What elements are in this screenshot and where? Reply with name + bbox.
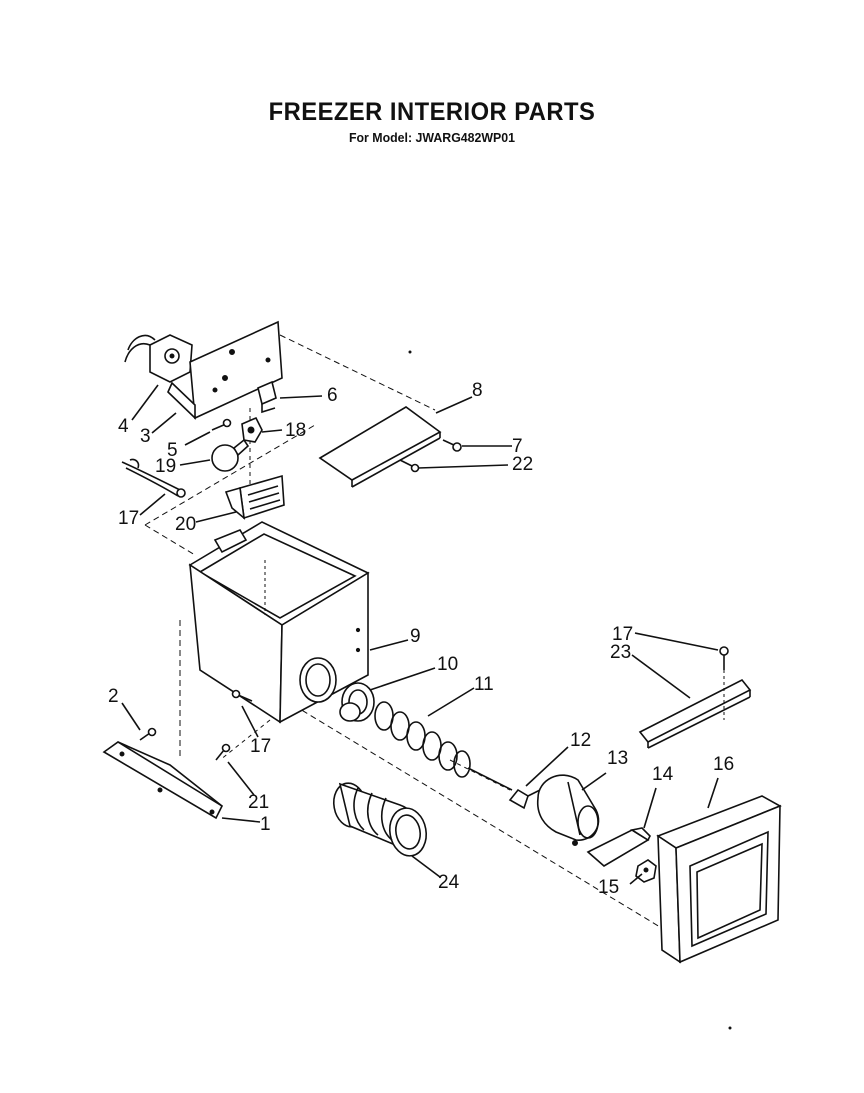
part-3-motor-mount-plate [167, 320, 283, 420]
assembly-guide-lines [144, 334, 666, 931]
callout-2: 2 [108, 686, 119, 707]
part-1-bracket [102, 741, 224, 820]
part-17-screw-lower [231, 689, 253, 702]
part-10-bearing [339, 682, 375, 722]
callout-6: 6 [327, 385, 338, 406]
callout-3: 3 [140, 426, 151, 447]
callout-11: 11 [474, 674, 494, 695]
part-4-motor [124, 334, 193, 383]
part-25-duct [332, 782, 428, 857]
callout-21: 20 [175, 514, 196, 535]
part-12-nut [508, 788, 541, 810]
callout-25: 24 [438, 872, 460, 893]
part-14-bracket [586, 827, 651, 867]
callout-labels: 4 3 6 5 18 19 17 20 8 7 22 9 10 11 12 13… [108, 380, 734, 898]
part-2-screw [139, 727, 157, 741]
callout-16: 16 [713, 754, 734, 775]
part-9-ice-bin [188, 521, 370, 724]
callout-10: 10 [437, 654, 458, 675]
part-7-screw [442, 439, 462, 452]
callout-4: 4 [118, 416, 129, 437]
callout-8: 8 [472, 380, 483, 401]
part-18-wire-harness [121, 458, 186, 498]
part-8-cover-plate [318, 406, 442, 488]
callout-17-upper: 17 [612, 624, 633, 645]
part-21-lamp-shield [224, 474, 285, 520]
callout-5: 5 [167, 440, 178, 461]
part-20-light-bulb [211, 438, 250, 472]
callout-17-lower: 17 [250, 736, 271, 757]
part-13-crusher-housing [536, 774, 600, 846]
part-23-screw [399, 459, 420, 473]
part-24-trim-strip [638, 678, 752, 749]
part-19-lamp-socket [241, 416, 263, 443]
callout-22: 21 [248, 792, 269, 813]
scan-specks [408, 350, 732, 1030]
part-15-nut [635, 859, 657, 883]
leader-lines [121, 384, 719, 885]
part-16-front-cover [656, 795, 782, 964]
callout-12: 12 [570, 730, 591, 751]
callout-7: 7 [512, 436, 523, 457]
part-17-screw-upper [719, 646, 729, 720]
part-11-auger-spring [374, 701, 513, 791]
callout-24: 23 [610, 642, 631, 663]
callout-18: 17 [118, 508, 139, 529]
callout-23: 22 [512, 454, 533, 475]
callout-15: 15 [598, 877, 619, 898]
callout-19: 18 [285, 420, 306, 441]
callout-20: 19 [155, 456, 176, 477]
callout-14: 14 [652, 764, 674, 785]
callout-1: 1 [260, 814, 271, 835]
part-6-clip [257, 380, 277, 414]
part-22-screw [215, 743, 231, 761]
callout-9: 9 [410, 626, 421, 647]
diagram-subtitle: For Model: JWARG482WP01 [348, 130, 516, 145]
callout-13: 13 [607, 748, 628, 769]
part-5-screw [211, 418, 232, 431]
diagram-title: FREEZER INTERIOR PARTS [268, 98, 596, 126]
